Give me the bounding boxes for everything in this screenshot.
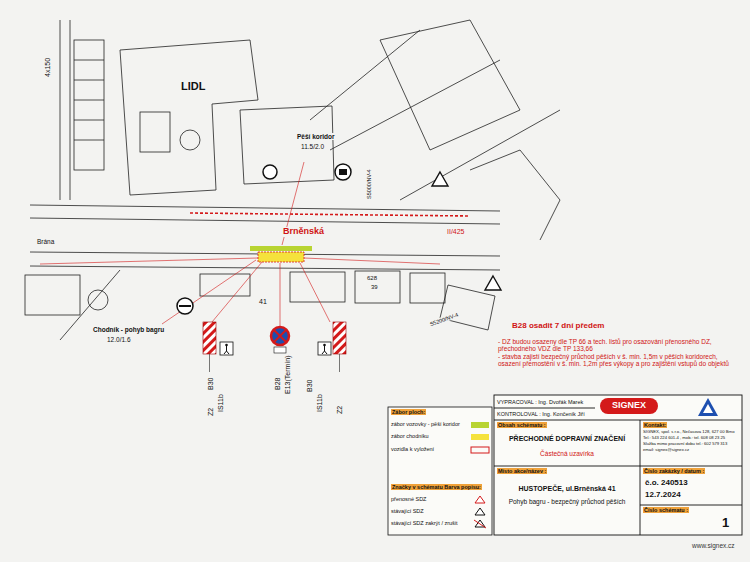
sign-code: IS11b: [217, 394, 225, 412]
note: - DZ budou osazeny dle TP 66 a tech. lis…: [498, 338, 738, 352]
legend-text: zábor vozovky - pěší koridor: [391, 421, 460, 427]
table-cell: SIGNEX, spol. s r.o., Nečasova 128, 627 …: [643, 430, 741, 435]
table-cell: Částečná uzavírka: [496, 450, 638, 457]
table-heading: Místo akce/název :: [497, 468, 547, 474]
note: - stavba zajistí bezpečný průchod pěších…: [498, 353, 738, 367]
table-cell: č.o. 240513: [645, 479, 688, 488]
table-heading: Obsah schématu :: [497, 422, 547, 428]
table-cell: VYPRACOVAL : Ing. Dvořák Marek: [497, 399, 583, 405]
table-cell: Pohyb bagru - bezpečný průchod pěších: [496, 498, 638, 505]
legend-text: vozidla k vyložení: [391, 446, 434, 452]
sign-code: Z2: [336, 406, 344, 414]
street-name: Brněnská: [282, 227, 325, 237]
sign-code: B30: [306, 380, 314, 392]
sign-code: E13(Termín): [284, 355, 292, 394]
road-number: II/425: [446, 228, 466, 236]
table-cell: Tel.: 543 224 601-4 , mob.: tel. 608 08 …: [643, 436, 741, 441]
table-cell: HUSTOPEČE, ul.Brněnská 41: [496, 485, 638, 493]
note-heading: B28 osadit 7 dní předem: [512, 322, 604, 331]
website: www.signex.cz: [692, 542, 735, 549]
house-number: 39: [370, 284, 379, 291]
table-cell: email: signex@signex.cz: [643, 448, 741, 453]
table-heading: Kontakt:: [643, 422, 667, 428]
map-label: Brána: [36, 238, 55, 245]
table-heading: Číslo schématu :: [643, 507, 689, 513]
table-cell: PŘECHODNÉ DOPRAVNÍ ZNAČENÍ: [496, 435, 638, 443]
dimension-label: 11.5/2.0: [300, 143, 325, 150]
table-cell: Služba mimo pracovní dobu tel.: 602 579 …: [643, 442, 741, 447]
legend-text: zábor chodníku: [391, 433, 429, 439]
house-number: 41: [258, 298, 268, 306]
legend-text: přenosné SDZ: [391, 496, 426, 502]
table-cell: 1: [722, 516, 729, 530]
sign-code: B30: [207, 378, 215, 390]
callout-label: Pěší koridor: [296, 133, 336, 140]
sign-code: S5200/NV-4: [428, 311, 460, 328]
sign-code: Z2: [207, 408, 215, 416]
sign-code: IS11b: [316, 394, 324, 412]
legend-heading: Značky v schématu Barva popisu:: [391, 484, 482, 490]
dimension-label: 4x150: [44, 57, 52, 78]
legend-swatch: [471, 422, 489, 428]
dimension-label: 12.0/1.6: [106, 336, 132, 343]
house-number: 628: [366, 275, 378, 282]
legend-text: stávající SDZ zakrýt / zrušit: [391, 520, 458, 526]
sign-code: S5000/NV-4: [366, 168, 372, 200]
legend-swatch: [471, 434, 489, 440]
table-cell: KONTROLOVAL : Ing. Končeník Jiří: [497, 411, 585, 417]
logo-text: SIGNEX: [600, 401, 658, 411]
callout-label: Chodník - pohyb bagru: [92, 326, 165, 333]
sign-code: B28: [274, 378, 282, 390]
legend-text: stávající SDZ: [391, 508, 424, 514]
table-heading: Číslo zakázky / datum :: [643, 468, 705, 474]
legend-heading: Zábor ploch:: [391, 409, 426, 415]
map-label: LIDL: [180, 80, 206, 92]
table-cell: 12.7.2024: [645, 491, 681, 500]
